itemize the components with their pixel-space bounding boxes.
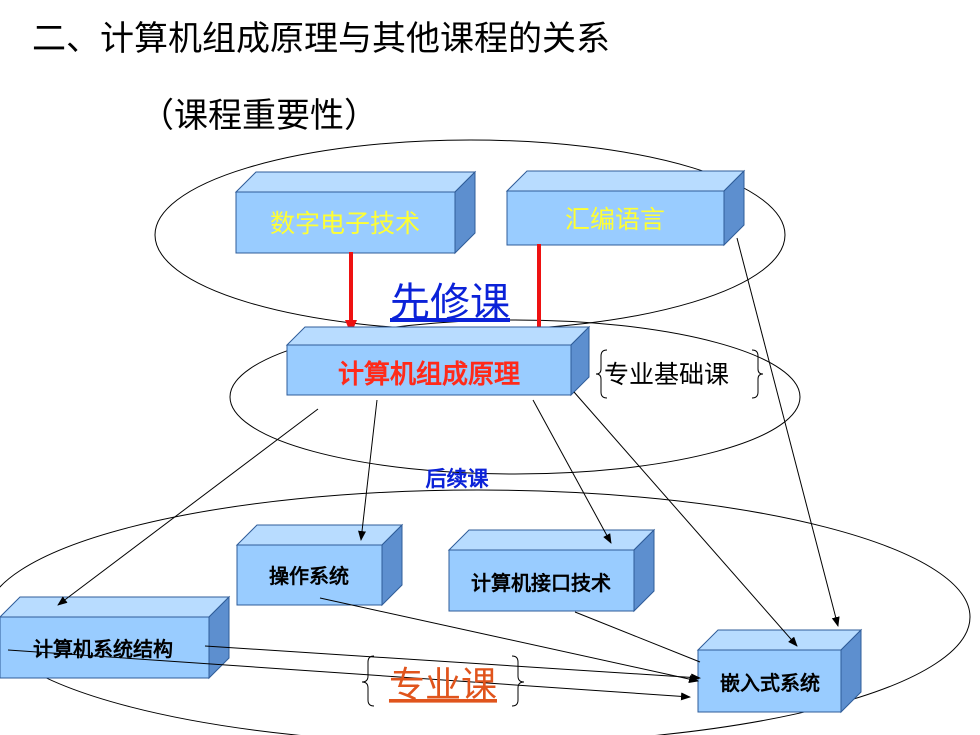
arrow-org-to-embedded bbox=[573, 391, 798, 647]
slide-title: 二、计算机组成原理与其他课程的关系 bbox=[32, 19, 610, 59]
course-box-computer-architecture: 计算机系统结构 bbox=[0, 595, 231, 680]
course-label-embedded-system: 嵌入式系统 bbox=[720, 671, 820, 695]
follow-up-label: 后续课 bbox=[426, 467, 490, 491]
arrow-os-to-embedded bbox=[319, 597, 699, 683]
course-label-computer-architecture: 计算机系统结构 bbox=[33, 637, 173, 661]
course-label-computer-organization: 计算机组成原理 bbox=[338, 359, 520, 390]
left-brace-icon bbox=[361, 655, 375, 707]
arrow-org-to-interface bbox=[532, 399, 612, 544]
left-brace-icon bbox=[595, 349, 608, 399]
arrow-org-to-os bbox=[358, 399, 378, 541]
arrow-architecture-to-embedded-lower bbox=[7, 649, 691, 701]
slide-subtitle: （课程重要性） bbox=[140, 96, 378, 136]
arrow-assembly-to-embedded bbox=[736, 237, 840, 627]
arrow-architecture-to-embedded bbox=[204, 645, 701, 682]
connector-arrows bbox=[7, 237, 840, 701]
line-interface-to-embedded bbox=[574, 611, 701, 663]
course-box-assembly-language: 汇编语言 bbox=[505, 169, 746, 247]
major-group-ellipse bbox=[0, 489, 971, 735]
base-group-ellipse bbox=[229, 319, 801, 475]
course-label-assembly-language: 汇编语言 bbox=[565, 205, 665, 234]
course-box-embedded-system: 嵌入式系统 bbox=[696, 628, 863, 714]
prerequisite-label: 先修课 bbox=[390, 280, 510, 326]
right-brace-icon bbox=[751, 349, 764, 399]
course-label-digital-electronics: 数字电子技术 bbox=[270, 209, 420, 238]
course-box-computer-organization: 计算机组成原理 bbox=[285, 325, 591, 397]
course-box-interface-technology: 计算机接口技术 bbox=[447, 528, 656, 613]
right-brace-icon bbox=[511, 655, 525, 707]
course-box-operating-system: 操作系统 bbox=[235, 523, 404, 607]
professional-label: 专业课 bbox=[389, 665, 497, 706]
course-label-operating-system: 操作系统 bbox=[269, 564, 349, 588]
professional-base-annotation: 专业基础课 bbox=[595, 349, 764, 399]
arrow-org-to-architecture bbox=[57, 408, 319, 606]
course-label-interface-technology: 计算机接口技术 bbox=[471, 571, 611, 595]
professional-base-label: 专业基础课 bbox=[604, 360, 729, 389]
course-box-digital-electronics: 数字电子技术 bbox=[234, 170, 477, 255]
professional-annotation: 专业课 bbox=[361, 655, 525, 707]
